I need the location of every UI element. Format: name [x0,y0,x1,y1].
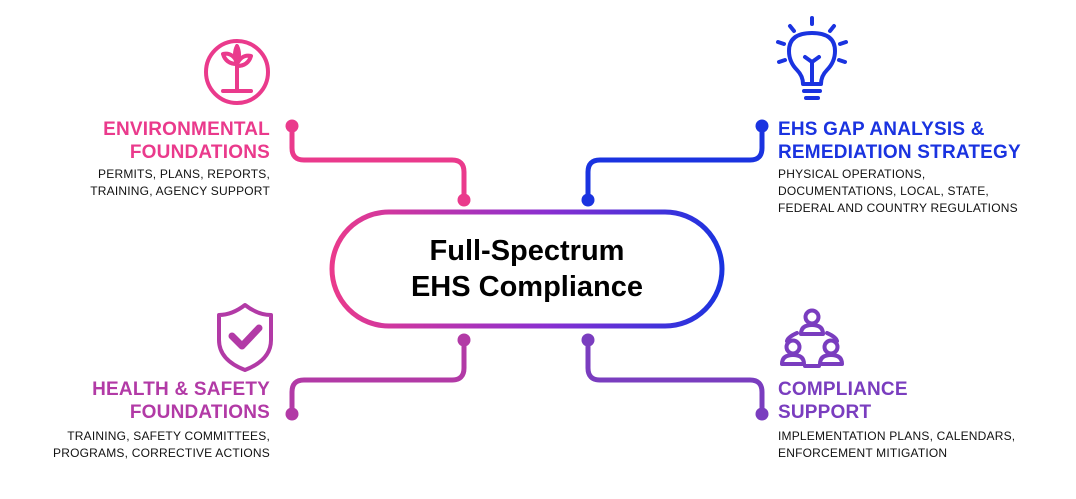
health-safety-desc-line2: PROGRAMS, CORRECTIVE ACTIONS [53,446,270,460]
health-safety-desc-line1: TRAINING, SAFETY COMMITTEES, [67,429,270,443]
connector-dot [755,119,769,133]
health-safety-title-line1: HEALTH & SAFETY [92,379,270,400]
connector-dot [285,119,299,133]
connector-dot [581,193,595,207]
compliance-support-desc-line1: IMPLEMENTATION PLANS, CALENDARS, [778,429,1016,443]
compliance-support-desc-line2: ENFORCEMENT MITIGATION [778,446,948,460]
shield-check-icon [217,303,273,372]
gap-analysis-title-line2: REMEDIATION STRATEGY [778,142,1021,163]
connector-compliance-support [585,337,765,417]
connector-dot [457,333,471,347]
center-title-line2: EHS Compliance [410,271,644,303]
health-safety-description: TRAINING, SAFETY COMMITTEES, PROGRAMS, C… [20,428,270,462]
environmental-description: PERMITS, PLANS, REPORTS, TRAINING, AGENC… [20,166,270,200]
environmental-title-line2: FOUNDATIONS [129,142,270,163]
connector-health-safety [289,337,467,417]
environmental-title: ENVIRONMENTAL FOUNDATIONS [40,118,270,164]
connector-gap-analysis [585,123,765,203]
gap-analysis-desc-line3: FEDERAL AND COUNTRY REGULATIONS [778,201,1018,215]
compliance-support-description: IMPLEMENTATION PLANS, CALENDARS, ENFORCE… [778,428,1068,462]
environmental-title-line1: ENVIRONMENTAL [103,119,270,140]
compliance-support-title-line1: COMPLIANCE [778,379,908,400]
environmental-desc-line1: PERMITS, PLANS, REPORTS, [98,167,270,181]
center-pill [329,209,725,329]
health-safety-title: HEALTH & SAFETY FOUNDATIONS [40,378,270,424]
gap-analysis-desc-line2: DOCUMENTATIONS, LOCAL, STATE, [778,184,989,198]
connector-dot [285,407,299,421]
gap-analysis-desc-line1: PHYSICAL OPERATIONS, [778,167,926,181]
environmental-desc-line2: TRAINING, AGENCY SUPPORT [90,184,270,198]
compliance-support-title-line2: SUPPORT [778,402,872,423]
center-title: Full-Spectrum EHS Compliance [332,212,722,326]
lightbulb-icon [776,16,848,100]
gap-analysis-title: EHS GAP ANALYSIS & REMEDIATION STRATEGY [778,118,1068,164]
health-safety-title-line2: FOUNDATIONS [129,402,270,423]
connector-dot [755,407,769,421]
gap-analysis-title-line1: EHS GAP ANALYSIS & [778,119,985,140]
connector-environmental [289,123,467,203]
plant-sprout-icon [204,39,270,105]
compliance-support-title: COMPLIANCE SUPPORT [778,378,1068,424]
gap-analysis-description: PHYSICAL OPERATIONS, DOCUMENTATIONS, LOC… [778,166,1068,217]
team-network-icon [780,308,844,368]
center-title-line1: Full-Spectrum [429,235,625,267]
connector-dot [457,193,471,207]
connector-dot [581,333,595,347]
